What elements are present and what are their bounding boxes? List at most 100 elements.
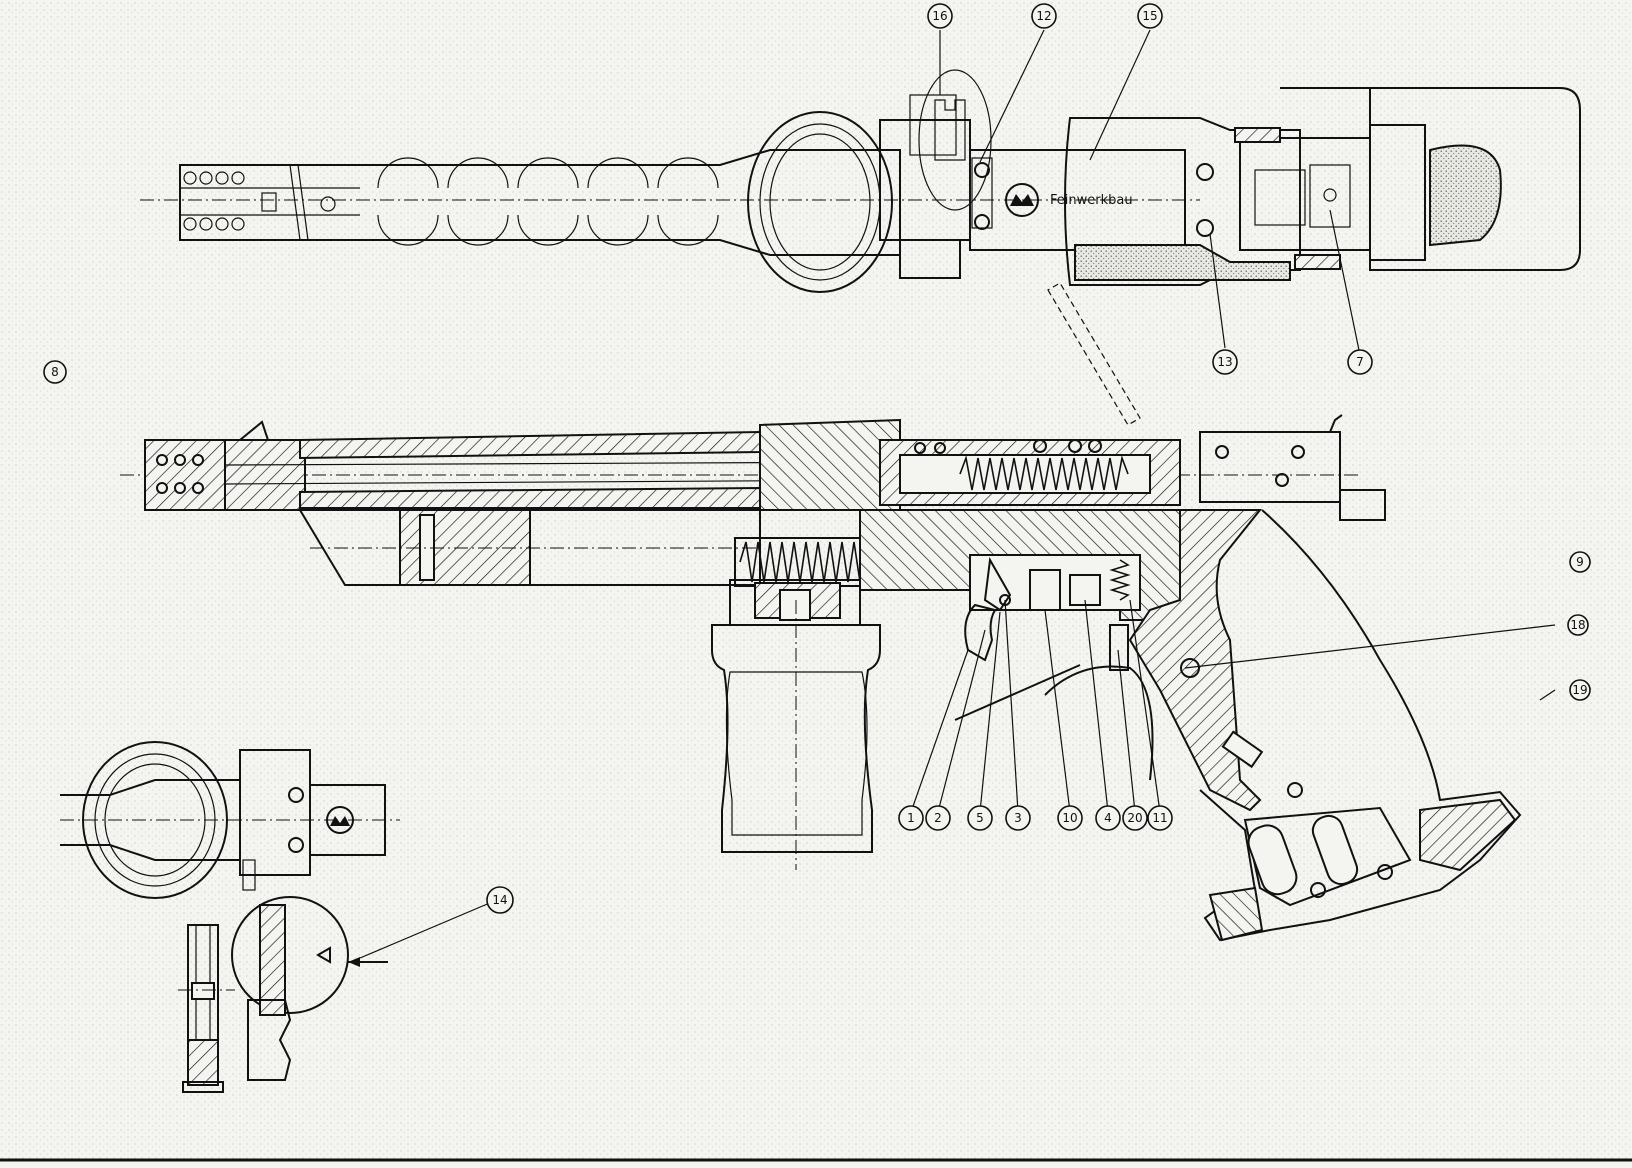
muzzle-ports-top <box>183 171 336 231</box>
callout-text: 16 <box>932 9 947 23</box>
callout-text: 15 <box>1142 9 1157 23</box>
part-detail-14 <box>178 896 493 1093</box>
callout-13: 13 <box>1212 349 1238 375</box>
callout-circle <box>1095 805 1121 831</box>
callout-circle <box>1005 805 1031 831</box>
sear-lever <box>983 556 1012 612</box>
magnified-circle <box>231 896 349 1014</box>
callout-11: 11 <box>1147 805 1173 831</box>
callout-text: 12 <box>1036 9 1051 23</box>
muzzle-ports-section <box>156 454 204 494</box>
brand-logo-icon <box>1005 183 1039 217</box>
callout-10: 10 <box>1057 805 1083 831</box>
rear-stop <box>1339 489 1386 521</box>
callout-text: 13 <box>1217 355 1232 369</box>
callout-8: 8 <box>43 360 67 384</box>
bolt-screws-section <box>914 439 1102 454</box>
callout-circle <box>1567 614 1589 636</box>
callout-circle <box>967 805 993 831</box>
front-detail-view <box>60 741 400 899</box>
callout-4: 4 <box>1095 805 1121 831</box>
callout-9: 9 <box>1569 551 1591 573</box>
trigger-blade <box>964 603 997 662</box>
side-section-view <box>120 414 1522 942</box>
rear-cap-top <box>1369 124 1426 261</box>
brand-logo-icon-detail <box>326 806 354 834</box>
rear-sight-leaf <box>1329 414 1343 433</box>
grip-outline-top <box>1064 117 1301 286</box>
front-sight <box>237 420 270 441</box>
callout-circle <box>486 886 514 914</box>
callout-text: 2 <box>934 811 942 825</box>
callout-text: 5 <box>976 811 984 825</box>
callout-20: 20 <box>1122 805 1148 831</box>
callout-circle <box>1569 679 1591 701</box>
callout-circle <box>1347 349 1373 375</box>
callout-text: 19 <box>1572 683 1587 697</box>
screw-13b <box>1196 219 1214 237</box>
cylinder-disc-detail <box>82 741 228 899</box>
callout-1: 1 <box>898 805 924 831</box>
callout-circle <box>1122 805 1148 831</box>
air-cylinder <box>711 624 881 853</box>
rear-sight-block <box>1199 431 1341 503</box>
trigger-adjust-screw <box>954 664 1081 721</box>
callout-12: 12 <box>1031 3 1057 29</box>
callout-circle <box>1147 805 1173 831</box>
callout-circle <box>927 3 953 29</box>
callout-circle <box>925 805 951 831</box>
palm-shelf-stipple <box>1429 144 1502 247</box>
callout-circle <box>1137 3 1163 29</box>
callout-text: 3 <box>1014 811 1022 825</box>
pellet-detail <box>316 946 331 964</box>
brand-text: Feinwerkbau <box>1050 193 1133 208</box>
callout-3: 3 <box>1005 805 1031 831</box>
grip-outline-side <box>1199 509 1522 942</box>
callout-circle <box>1212 349 1238 375</box>
callout-16: 16 <box>927 3 953 29</box>
screw-12a <box>974 162 990 178</box>
screw-12b <box>974 214 990 230</box>
callout-19: 19 <box>1569 679 1591 701</box>
callout-text: 1 <box>907 811 915 825</box>
trigger-guard <box>1044 665 1154 781</box>
palm-rest-section <box>1419 798 1517 872</box>
callout-text: 9 <box>1576 555 1584 569</box>
muzzle-brake-section <box>144 439 226 511</box>
cylinder-disc-top <box>747 111 893 293</box>
callout-circle <box>1057 805 1083 831</box>
callout-text: 11 <box>1152 811 1167 825</box>
callout-text: 20 <box>1127 811 1142 825</box>
callout-18: 18 <box>1567 614 1589 636</box>
trigger-spring <box>1109 559 1131 601</box>
receiver-foot-top <box>899 239 961 279</box>
screw-13a <box>1196 163 1214 181</box>
callout-2: 2 <box>925 805 951 831</box>
callout-circle <box>898 805 924 831</box>
hammer-spring <box>959 455 1129 491</box>
callout-circle <box>1031 3 1057 29</box>
callout-text: 14 <box>492 893 507 907</box>
plate-detail <box>309 784 386 856</box>
callout-14: 14 <box>486 886 514 914</box>
weight-cutouts <box>377 157 719 246</box>
callout-5: 5 <box>967 805 993 831</box>
top-view-assembly: Feinwerkbau <box>140 69 1581 426</box>
callout-text: 7 <box>1356 355 1364 369</box>
callout-text: 8 <box>51 365 59 379</box>
grip-stipple-top <box>1074 244 1291 281</box>
stock-rear-top <box>1280 87 1581 271</box>
callout-circle <box>43 360 67 384</box>
callout-7: 7 <box>1347 349 1373 375</box>
callout-text: 10 <box>1062 811 1077 825</box>
barrel-jacket-lower <box>299 486 761 509</box>
callout-circle <box>1569 551 1591 573</box>
callout-15: 15 <box>1137 3 1163 29</box>
callout-text: 4 <box>1104 811 1112 825</box>
recoil-spring <box>739 541 867 583</box>
callout-text: 18 <box>1570 618 1585 632</box>
leader-lines <box>910 29 1556 813</box>
